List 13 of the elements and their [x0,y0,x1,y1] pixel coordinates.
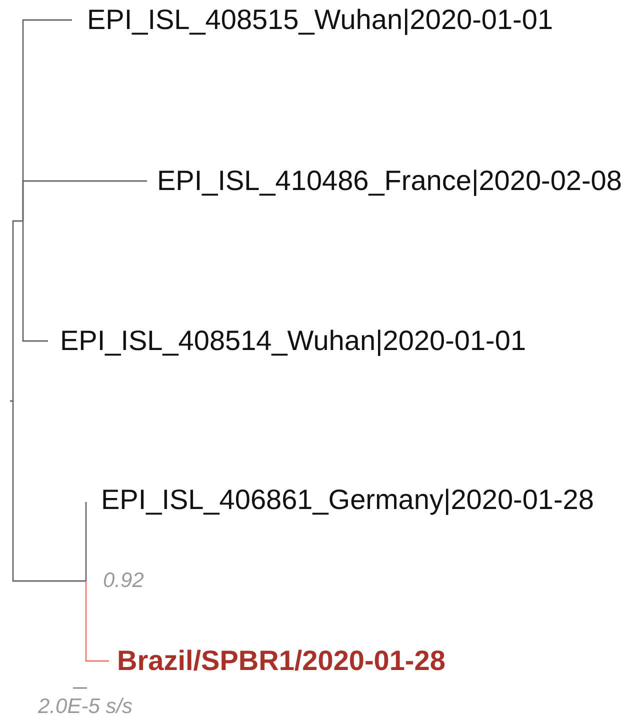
tree-branch [10,220,23,402]
tree-branch [85,502,87,581]
taxon-label: EPI_ISL_406861_Germany|2020-01-28 [101,484,594,516]
highlighted-taxon-label: Brazil/SPBR1/2020-01-28 [117,645,446,677]
taxon-label: EPI_ISL_410486_France|2020-02-08 [157,165,622,197]
scale-label: 2.0E-5 s/s [38,695,133,719]
taxon-label: EPI_ISL_408514_Wuhan|2020-01-01 [60,325,526,357]
support-value: 0.92 [103,569,144,593]
tree-branch [85,581,109,662]
taxon-label: EPI_ISL_408515_Wuhan|2020-01-01 [87,4,554,36]
tree-branch [22,221,48,342]
tree-branch [22,180,147,221]
tree-branch [12,401,86,582]
